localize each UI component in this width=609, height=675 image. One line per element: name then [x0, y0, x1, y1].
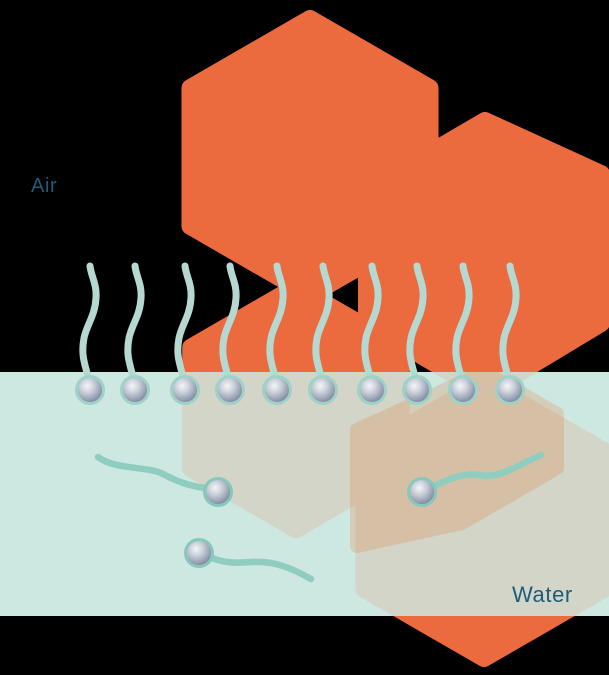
surfactant-tail: [208, 554, 315, 583]
surfactant-head: [357, 375, 387, 405]
surfactant-head: [120, 375, 150, 405]
interface-surfactant-molecule: [357, 262, 387, 405]
surfactant-head: [308, 375, 338, 405]
surfactant-head: [170, 375, 200, 405]
interface-surfactant-molecule: [448, 262, 478, 405]
surfactant-head: [448, 375, 478, 405]
tan-overlap-layer: [350, 372, 564, 553]
surfactant-head: [184, 538, 214, 568]
surfactant-tail: [266, 262, 287, 384]
surfactant-head: [75, 375, 105, 405]
surfactant-tail: [219, 262, 240, 384]
interface-surfactant-molecule: [495, 262, 525, 405]
interface-surfactant-molecule: [308, 262, 338, 405]
surfactant-tail: [79, 262, 100, 384]
interface-surfactant-molecule: [215, 262, 245, 405]
surfactant-tail: [499, 262, 520, 384]
surfactant-tail: [312, 262, 333, 384]
free-surfactant-molecule: [94, 453, 233, 507]
surfactant-head: [262, 375, 292, 405]
surfactant-head: [495, 375, 525, 405]
surfactant-tail: [452, 262, 473, 384]
interface-monolayer: [75, 262, 525, 405]
orange-hexagon-submerged-left-submerged: [182, 372, 410, 538]
air-label: Air: [31, 175, 58, 197]
surfactant-tail: [361, 262, 382, 384]
submerged-crystal-layer: [182, 372, 609, 616]
free-surfactant-molecule: [184, 538, 315, 583]
free-surfactant-layer: [94, 451, 545, 583]
surfactant-tail: [124, 262, 145, 384]
water-label: Water: [512, 582, 573, 607]
surfactant-head: [203, 477, 233, 507]
surfactant-tail: [94, 453, 209, 492]
interface-surfactant-molecule: [75, 262, 105, 405]
free-surfactant-molecule: [407, 451, 545, 507]
surfactant-head: [402, 375, 432, 405]
tan-overlap-hexagon: [350, 372, 564, 553]
surfactant-tail: [406, 262, 427, 384]
interface-surfactant-molecule: [170, 262, 200, 405]
surfactant-head: [407, 477, 437, 507]
surfactant-tail: [431, 451, 545, 490]
interface-surfactant-molecule: [402, 262, 432, 405]
interface-surfactant-molecule: [120, 262, 150, 405]
interface-surfactant-molecule: [262, 262, 292, 405]
orange-hexagon-submerged-right-submerged: [355, 373, 609, 616]
surfactant-tail: [174, 262, 195, 384]
surfactant-head: [215, 375, 245, 405]
